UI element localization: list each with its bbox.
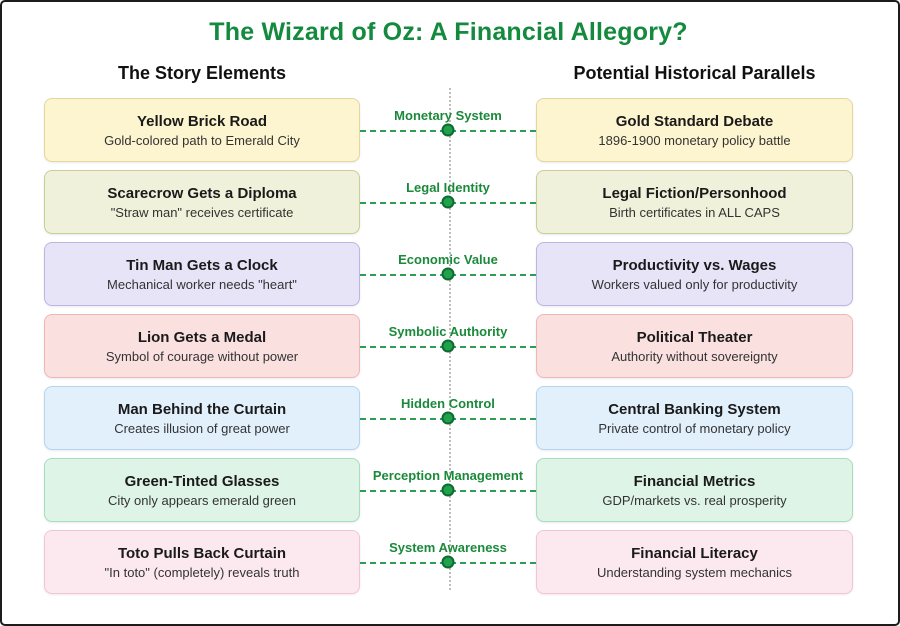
connector-label: Monetary System <box>394 108 502 123</box>
parallel-card-subtitle: Authority without sovereignty <box>611 348 778 364</box>
parallel-card-subtitle: Understanding system mechanics <box>596 564 793 580</box>
rows-container: Yellow Brick Road Gold-colored path to E… <box>44 98 853 594</box>
connector-label: Legal Identity <box>406 180 490 195</box>
story-card-subtitle: Mechanical worker needs "heart" <box>107 276 297 292</box>
connector-dot-icon <box>441 411 455 425</box>
parallel-card-subtitle: Workers valued only for productivity <box>591 276 798 292</box>
connector-label: Hidden Control <box>401 396 495 411</box>
row-connector: Monetary System <box>360 98 536 162</box>
parallel-card-subtitle: 1896-1900 monetary policy battle <box>598 132 791 148</box>
story-card: Green-Tinted Glasses City only appears e… <box>44 458 360 522</box>
story-card-subtitle: Creates illusion of great power <box>114 420 290 436</box>
parallel-card: Gold Standard Debate 1896-1900 monetary … <box>536 98 853 162</box>
story-card: Man Behind the Curtain Creates illusion … <box>44 386 360 450</box>
story-card-title: Lion Gets a Medal <box>137 328 267 346</box>
connector-dot-icon <box>441 123 455 137</box>
story-card: Scarecrow Gets a Diploma "Straw man" rec… <box>44 170 360 234</box>
column-headers: The Story Elements Potential Historical … <box>44 63 853 84</box>
allegory-row: Lion Gets a Medal Symbol of courage with… <box>44 314 853 378</box>
parallel-card-subtitle: GDP/markets vs. real prosperity <box>602 492 787 508</box>
parallel-card-title: Productivity vs. Wages <box>612 256 777 274</box>
connector-dot-icon <box>441 555 455 569</box>
allegory-row: Scarecrow Gets a Diploma "Straw man" rec… <box>44 170 853 234</box>
story-card: Lion Gets a Medal Symbol of courage with… <box>44 314 360 378</box>
historical-parallels-header: Potential Historical Parallels <box>573 63 816 83</box>
story-card-title: Scarecrow Gets a Diploma <box>107 184 297 202</box>
connector-label: Economic Value <box>398 252 498 267</box>
allegory-row: Green-Tinted Glasses City only appears e… <box>44 458 853 522</box>
parallel-card-subtitle: Private control of monetary policy <box>598 420 791 436</box>
parallel-card-subtitle: Birth certificates in ALL CAPS <box>609 204 780 220</box>
diagram-body: Yellow Brick Road Gold-colored path to E… <box>44 88 853 594</box>
header-spacer <box>360 63 536 84</box>
parallel-card: Political Theater Authority without sove… <box>536 314 853 378</box>
story-elements-header: The Story Elements <box>117 63 287 83</box>
story-card: Toto Pulls Back Curtain "In toto" (compl… <box>44 530 360 594</box>
story-card: Yellow Brick Road Gold-colored path to E… <box>44 98 360 162</box>
story-card-title: Yellow Brick Road <box>136 112 268 130</box>
connector-dot-icon <box>441 195 455 209</box>
connector-label: Perception Management <box>372 468 524 483</box>
parallel-card: Central Banking System Private control o… <box>536 386 853 450</box>
story-card-subtitle: Gold-colored path to Emerald City <box>104 132 300 148</box>
connector-dot-icon <box>441 483 455 497</box>
parallel-card: Productivity vs. Wages Workers valued on… <box>536 242 853 306</box>
allegory-row: Tin Man Gets a Clock Mechanical worker n… <box>44 242 853 306</box>
story-card: Tin Man Gets a Clock Mechanical worker n… <box>44 242 360 306</box>
story-card-title: Man Behind the Curtain <box>117 400 287 418</box>
parallel-card: Financial Metrics GDP/markets vs. real p… <box>536 458 853 522</box>
parallel-card-title: Financial Metrics <box>633 472 756 490</box>
story-card-subtitle: Symbol of courage without power <box>105 348 299 364</box>
story-card-subtitle: "Straw man" receives certificate <box>110 204 294 220</box>
row-connector: Hidden Control <box>360 386 536 450</box>
story-card-title: Tin Man Gets a Clock <box>126 256 278 274</box>
parallel-card-title: Legal Fiction/Personhood <box>602 184 787 202</box>
story-card-subtitle: "In toto" (completely) reveals truth <box>104 564 300 580</box>
row-connector: Legal Identity <box>360 170 536 234</box>
row-connector: Symbolic Authority <box>360 314 536 378</box>
story-card-subtitle: City only appears emerald green <box>108 492 296 508</box>
connector-dot-icon <box>441 267 455 281</box>
parallel-card-title: Gold Standard Debate <box>615 112 774 130</box>
row-connector: Perception Management <box>360 458 536 522</box>
parallel-card: Legal Fiction/Personhood Birth certifica… <box>536 170 853 234</box>
row-connector: Economic Value <box>360 242 536 306</box>
parallel-card-title: Political Theater <box>636 328 753 346</box>
allegory-row: Toto Pulls Back Curtain "In toto" (compl… <box>44 530 853 594</box>
story-card-title: Green-Tinted Glasses <box>124 472 280 490</box>
parallel-card-title: Financial Literacy <box>631 544 758 562</box>
allegory-row: Man Behind the Curtain Creates illusion … <box>44 386 853 450</box>
connector-label: Symbolic Authority <box>388 324 508 339</box>
connector-dot-icon <box>441 339 455 353</box>
parallel-card-title: Central Banking System <box>608 400 781 418</box>
parallel-card: Financial Literacy Understanding system … <box>536 530 853 594</box>
allegory-row: Yellow Brick Road Gold-colored path to E… <box>44 98 853 162</box>
row-connector: System Awareness <box>360 530 536 594</box>
page-title: The Wizard of Oz: A Financial Allegory? <box>209 18 688 46</box>
connector-label: System Awareness <box>389 540 507 555</box>
story-card-title: Toto Pulls Back Curtain <box>117 544 287 562</box>
center-dotted-line <box>448 88 451 590</box>
